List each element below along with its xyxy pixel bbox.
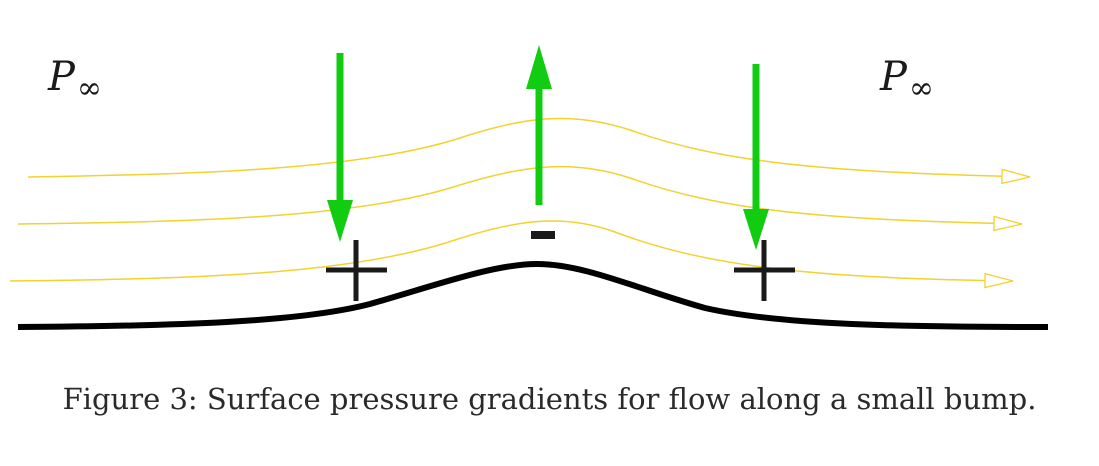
- pressure-arrow-left-down: [327, 53, 353, 242]
- figure-caption: Figure 3: Surface pressure gradients for…: [62, 382, 1037, 416]
- bump-surface: [17, 260, 1049, 330]
- pressure-label-right: P∞: [879, 54, 934, 106]
- streamline-top: [27, 117, 1031, 185]
- plus-sign-left: [326, 240, 387, 301]
- pressure-arrow-right-down: [743, 64, 769, 250]
- pressure-arrow-center-up: [526, 45, 552, 205]
- minus-sign-center: [531, 231, 555, 239]
- streamline-bottom: [9, 220, 1014, 289]
- pressure-label-left: P∞: [47, 54, 102, 106]
- streamline-middle: [17, 165, 1023, 232]
- plus-sign-right: [734, 240, 795, 301]
